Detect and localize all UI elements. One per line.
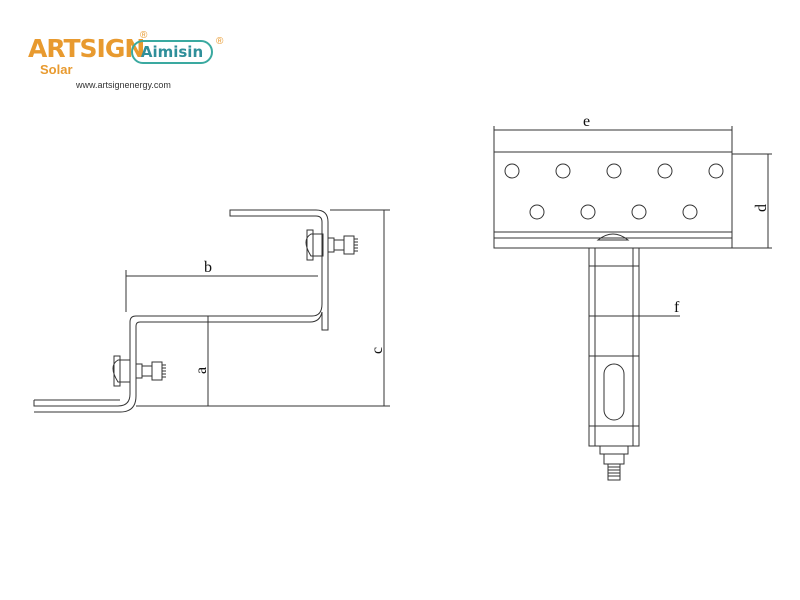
website-url: www.artsignenergy.com xyxy=(76,80,171,90)
dimension-c xyxy=(136,209,390,407)
hook-side-view xyxy=(33,209,358,413)
upper-bolt xyxy=(305,233,324,257)
label-b: b xyxy=(204,259,212,276)
solar-logo-text: Solar xyxy=(40,62,73,77)
label-d: d xyxy=(753,204,770,212)
brand-logo: ARTSIGN ® Solar Aimisin ® www.artsignene… xyxy=(26,30,236,94)
label-c: c xyxy=(369,347,386,354)
dimension-b xyxy=(125,270,318,312)
aimisin-logo: Aimisin xyxy=(131,40,213,64)
label-e: e xyxy=(583,113,590,130)
label-a: a xyxy=(193,367,210,374)
dimension-a xyxy=(202,315,214,406)
lower-bolt xyxy=(112,359,131,383)
registered-mark-2: ® xyxy=(216,36,224,47)
artsign-logo-text: ARTSIGN xyxy=(28,34,145,63)
hook-front-view xyxy=(493,151,733,481)
registered-mark: ® xyxy=(140,30,148,41)
dimension-e xyxy=(493,126,733,152)
dimension-d xyxy=(732,153,772,249)
label-f: f xyxy=(674,299,680,316)
